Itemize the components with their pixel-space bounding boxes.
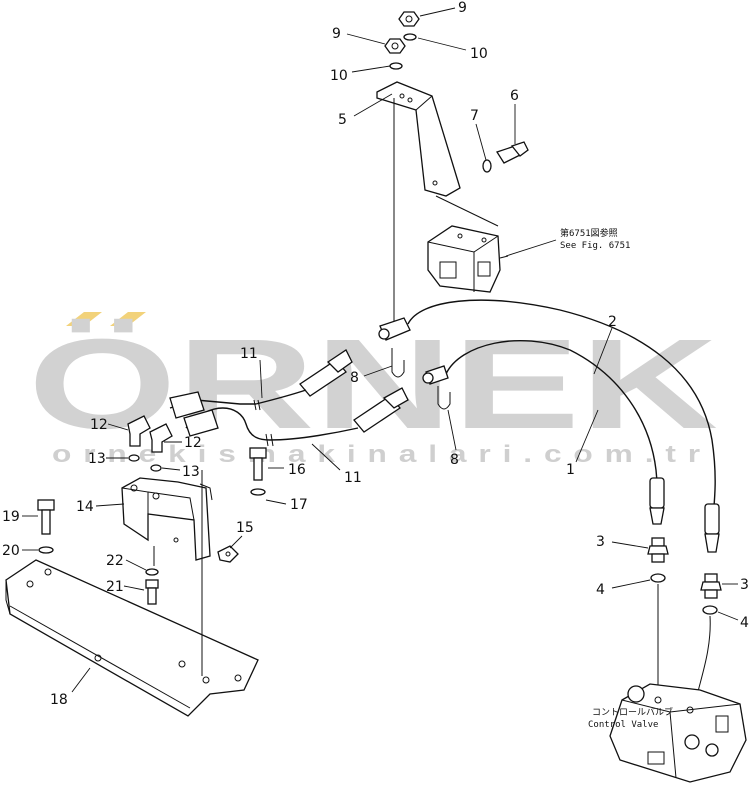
- callout-18: 18: [50, 692, 68, 708]
- fitting-hose1-top: [422, 365, 449, 385]
- callout-12-left: 12: [90, 417, 108, 433]
- leader-see-fig: [505, 239, 557, 257]
- callout-16: 16: [288, 462, 306, 478]
- hex-nut-top: [398, 11, 420, 27]
- hose-1-end-fitting: [704, 503, 720, 553]
- bracket-14: [121, 477, 213, 561]
- nut-15: [217, 545, 239, 563]
- plate-18: [5, 559, 259, 717]
- callout-19: 19: [2, 509, 20, 525]
- callout-21: 21: [106, 579, 124, 595]
- callout-17: 17: [290, 497, 308, 513]
- washer-left: [389, 62, 403, 70]
- callout-20: 20: [2, 543, 20, 559]
- callout-11-upper: 11: [240, 346, 258, 362]
- fitting-3-right: [700, 573, 722, 599]
- o-ring-4-left: [650, 573, 666, 583]
- bolt-6: [496, 141, 529, 164]
- u-clip-8-left: [391, 348, 405, 378]
- callout-11-lower: 11: [344, 470, 362, 486]
- callout-4-left: 4: [596, 582, 605, 598]
- note-see-fig-en: See Fig. 6751: [560, 241, 630, 251]
- callout-14: 14: [76, 499, 94, 515]
- callouts: 9 9 10 10 5 6 7 2 1 11 11 8 8 12 12 13 1: [2, 0, 749, 708]
- elbow-12-right: [149, 423, 173, 453]
- fitting-hose2-top: [378, 317, 411, 341]
- washer-top: [403, 33, 417, 41]
- callout-10-right: 10: [470, 46, 488, 62]
- washer-17: [250, 488, 266, 496]
- guide-valve-right: [695, 615, 711, 701]
- u-clip-8-right: [437, 386, 451, 410]
- callout-2: 2: [608, 314, 617, 330]
- o-ring-4-right: [702, 605, 718, 615]
- hose-11-lower: [183, 387, 409, 447]
- callout-15: 15: [236, 520, 254, 536]
- bolt-21: [145, 579, 159, 605]
- callout-10-left: 10: [330, 68, 348, 84]
- watermark-accent-left: [66, 312, 102, 326]
- hose-11-upper: [169, 349, 353, 419]
- hex-nut-left: [384, 38, 406, 54]
- o-ring-13-right: [150, 464, 162, 472]
- hose-2-end-fitting: [649, 477, 665, 525]
- callout-13-left: 13: [88, 451, 106, 467]
- callout-12-right: 12: [184, 435, 202, 451]
- bolt-19: [37, 499, 55, 535]
- callout-13-right: 13: [182, 464, 200, 480]
- bolt-16: [249, 447, 267, 481]
- o-ring-13-left: [128, 454, 140, 462]
- callout-5: 5: [338, 112, 347, 128]
- callout-7: 7: [470, 108, 479, 124]
- callout-4-right: 4: [740, 615, 749, 631]
- note-see-fig-jp: 第6751図参照: [560, 227, 618, 239]
- note-control-valve-en: Control Valve: [588, 720, 658, 730]
- callout-1: 1: [566, 462, 575, 478]
- callout-3-left: 3: [596, 534, 605, 550]
- bracket-5: [376, 81, 499, 227]
- callout-22: 22: [106, 553, 124, 569]
- elbow-12-left: [127, 415, 151, 447]
- watermark-url: ornekismakinalari.com.tr: [52, 441, 712, 468]
- callout-8-right: 8: [450, 452, 459, 468]
- fitting-3-left: [647, 537, 669, 563]
- valve-block: [427, 225, 509, 293]
- note-control-valve-jp: コントロールバルブ: [592, 706, 673, 718]
- hose-2: [407, 299, 716, 529]
- callout-3-right: 3: [740, 577, 749, 593]
- callout-9-top: 9: [458, 0, 467, 16]
- callout-9-left: 9: [332, 26, 341, 42]
- callout-6: 6: [510, 88, 519, 104]
- callout-8-left: 8: [350, 370, 359, 386]
- control-valve: [609, 683, 747, 783]
- washer-22: [145, 568, 159, 576]
- watermark-accent-right: [110, 312, 146, 326]
- washer-7: [482, 159, 492, 173]
- washer-20: [38, 546, 54, 554]
